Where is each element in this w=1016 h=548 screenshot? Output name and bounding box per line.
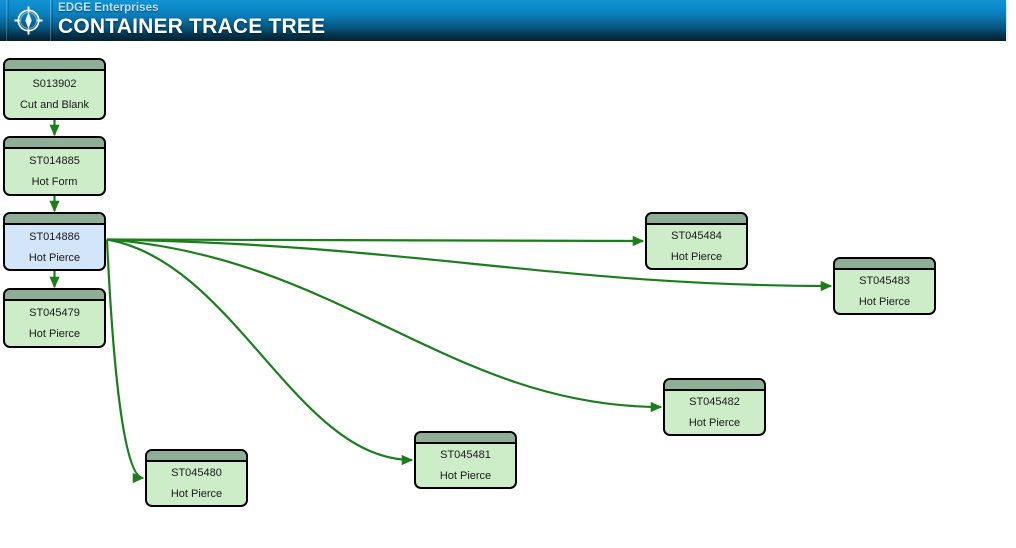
node-id-label: ST045482 bbox=[689, 396, 740, 408]
node-header-bar bbox=[647, 214, 746, 225]
banner-divider-shadow bbox=[52, 0, 53, 41]
node-operation-label: Hot Pierce bbox=[439, 470, 492, 482]
node-operation-label: Hot Pierce bbox=[170, 488, 223, 500]
node-id-label: ST014885 bbox=[29, 155, 80, 167]
node-id-label: ST014886 bbox=[29, 230, 80, 243]
edge-st014886-to-st045481 bbox=[106, 238, 414, 466]
node-operation-label: Hot Pierce bbox=[670, 251, 723, 263]
node-header-bar bbox=[5, 290, 104, 301]
banner-left-accent bbox=[6, 0, 7, 41]
node-id-label: ST045483 bbox=[859, 275, 910, 287]
node-header-bar bbox=[5, 60, 104, 71]
node-header-bar bbox=[147, 451, 246, 462]
compass-icon bbox=[14, 6, 43, 35]
edge-st014886-to-st045484 bbox=[106, 235, 645, 247]
page-title: CONTAINER TRACE TREE bbox=[58, 15, 326, 38]
node-id-label: S013902 bbox=[32, 78, 77, 90]
node-operation-label: Hot Pierce bbox=[28, 328, 81, 340]
node-operation-label: Hot Pierce bbox=[858, 296, 911, 308]
banner-left-accent-shadow bbox=[8, 0, 9, 41]
app-banner: EDGE Enterprises CONTAINER TRACE TREE bbox=[0, 0, 1006, 41]
node-header-bar bbox=[835, 259, 934, 270]
banner-text-block: EDGE Enterprises CONTAINER TRACE TREE bbox=[58, 1, 325, 39]
node-operation-label: Hot Form bbox=[31, 176, 78, 188]
node-id-label: ST045481 bbox=[440, 449, 491, 461]
banner-divider bbox=[50, 0, 51, 41]
edge-st014886-to-st045480 bbox=[105, 239, 145, 484]
node-id-label: ST045480 bbox=[171, 467, 222, 479]
edge-st014886-to-st045482 bbox=[106, 238, 663, 413]
node-header-bar bbox=[665, 380, 764, 391]
node-header-bar bbox=[5, 138, 104, 149]
node-operation-label: Hot Pierce bbox=[688, 417, 741, 429]
node-operation-label: Cut and Blank bbox=[19, 99, 90, 111]
node-id-label: ST045479 bbox=[29, 307, 80, 319]
company-name: EDGE Enterprises bbox=[58, 2, 159, 14]
node-header-bar bbox=[5, 214, 104, 225]
node-operation-label: Hot Pierce bbox=[28, 251, 81, 264]
node-header-bar bbox=[416, 433, 515, 444]
node-id-label: ST045484 bbox=[671, 230, 722, 242]
